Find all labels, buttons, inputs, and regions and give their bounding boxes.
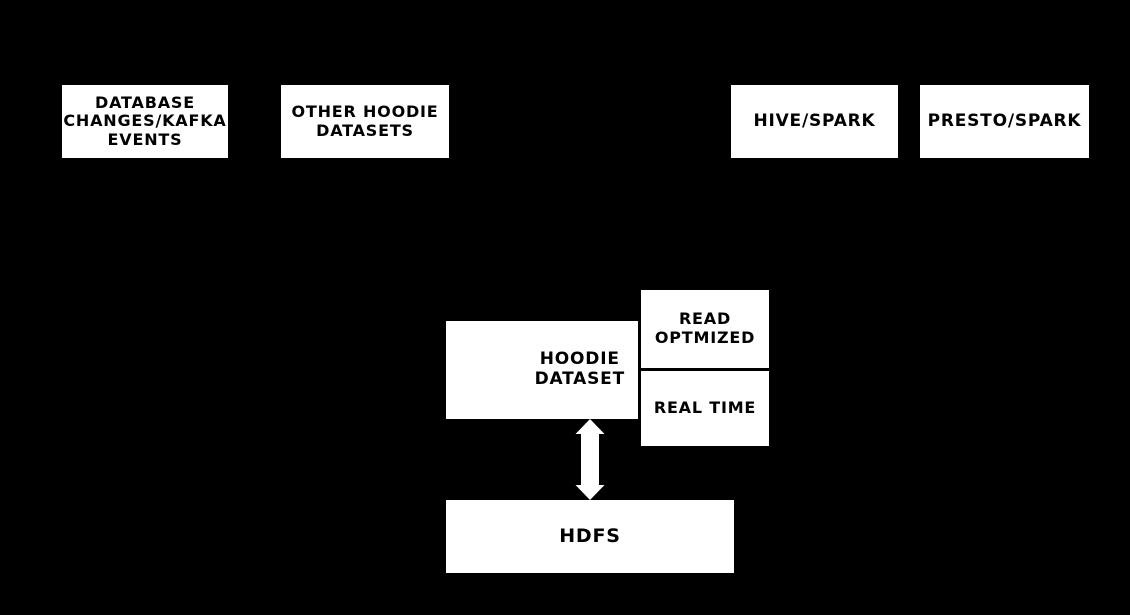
node-label: READ OPTMIZED (654, 309, 756, 347)
node-label: PRESTO/SPARK (927, 110, 1082, 131)
node-hoodie-dataset: HOODIE DATASET (446, 321, 638, 419)
up-down-arrow-icon (575, 419, 605, 500)
node-database-changes-kafka-events: DATABASE CHANGES/KAFKA EVENTS (62, 85, 228, 158)
node-read-optimized-view: READ OPTMIZED (641, 290, 769, 368)
node-label: HOODIE DATASET (534, 349, 625, 389)
node-label: OTHER HOODIE DATASETS (291, 101, 439, 140)
node-hive-spark: HIVE/SPARK (731, 85, 898, 158)
node-label: HIVE/SPARK (753, 110, 876, 131)
node-other-hoodie-datasets: OTHER HOODIE DATASETS (281, 85, 449, 158)
node-real-time-view: REAL TIME (641, 371, 769, 446)
node-hdfs: HDFS (446, 500, 734, 573)
node-label: HDFS (559, 525, 621, 548)
up-down-arrow-shape (575, 419, 605, 500)
node-presto-spark: PRESTO/SPARK (920, 85, 1089, 158)
node-label: DATABASE CHANGES/KAFKA EVENTS (63, 92, 227, 149)
node-label: REAL TIME (653, 398, 757, 418)
